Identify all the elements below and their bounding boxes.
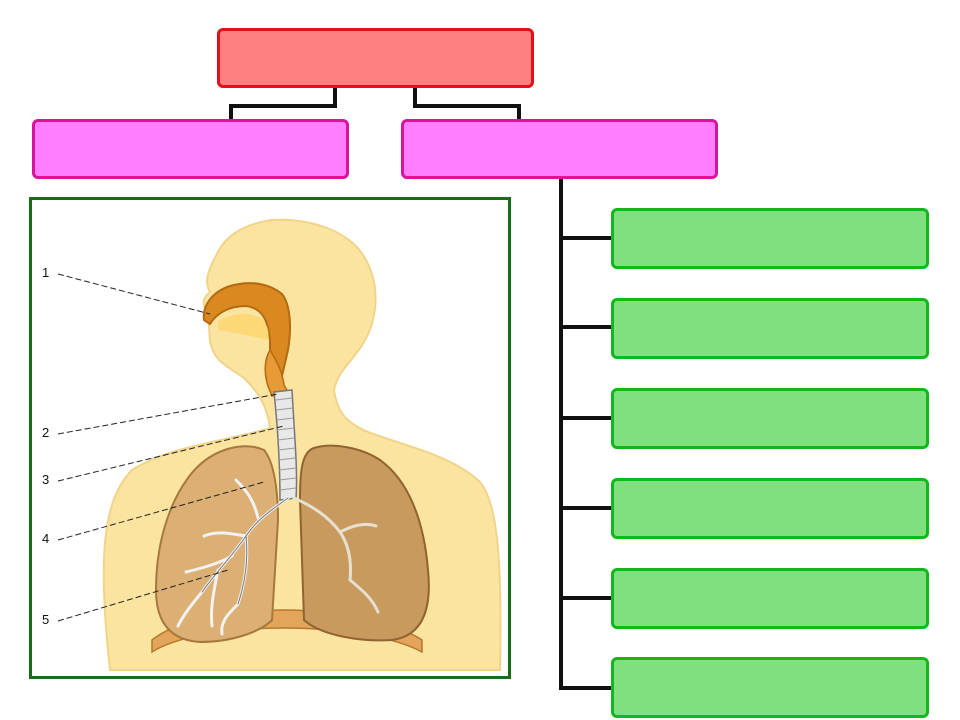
item-1-label [614, 211, 926, 266]
category-left-label [35, 122, 346, 176]
item-box-5 [611, 568, 929, 629]
right-bronchi [292, 496, 380, 614]
item-6-label [614, 660, 926, 715]
item-3-label [614, 391, 926, 446]
category-box-right [401, 119, 718, 179]
item-2-label [614, 301, 926, 356]
category-right-label [404, 122, 715, 176]
item-box-1 [611, 208, 929, 269]
callout-line-1 [57, 273, 211, 315]
root-box [217, 28, 534, 88]
connector-root-to-right [413, 80, 521, 128]
palate [218, 314, 269, 340]
bronchial-tree-outline [201, 497, 289, 605]
item-5-label [614, 571, 926, 626]
root-label [220, 31, 531, 85]
trachea-rings [275, 397, 297, 491]
item-box-2 [611, 298, 929, 359]
respiratory-system-illustration [57, 218, 502, 671]
item-box-6 [611, 657, 929, 718]
item-4-label [614, 481, 926, 536]
callout-label-2: 2 [42, 425, 50, 440]
callout-line-2 [57, 393, 279, 435]
callout-line-3 [57, 425, 285, 482]
callout-label-4: 4 [42, 531, 50, 546]
callout-label-3: 3 [42, 472, 50, 487]
connector-right-trunk [559, 176, 611, 690]
callout-lines [57, 273, 285, 622]
category-box-left [32, 119, 349, 179]
callout-label-5: 5 [42, 612, 50, 627]
callout-line-5 [57, 569, 229, 622]
connector-root-to-left [229, 80, 337, 128]
respiratory-illustration-frame: 1 2 3 4 5 [29, 197, 511, 679]
item-box-4 [611, 478, 929, 539]
callout-label-1: 1 [42, 265, 50, 280]
item-box-3 [611, 388, 929, 449]
